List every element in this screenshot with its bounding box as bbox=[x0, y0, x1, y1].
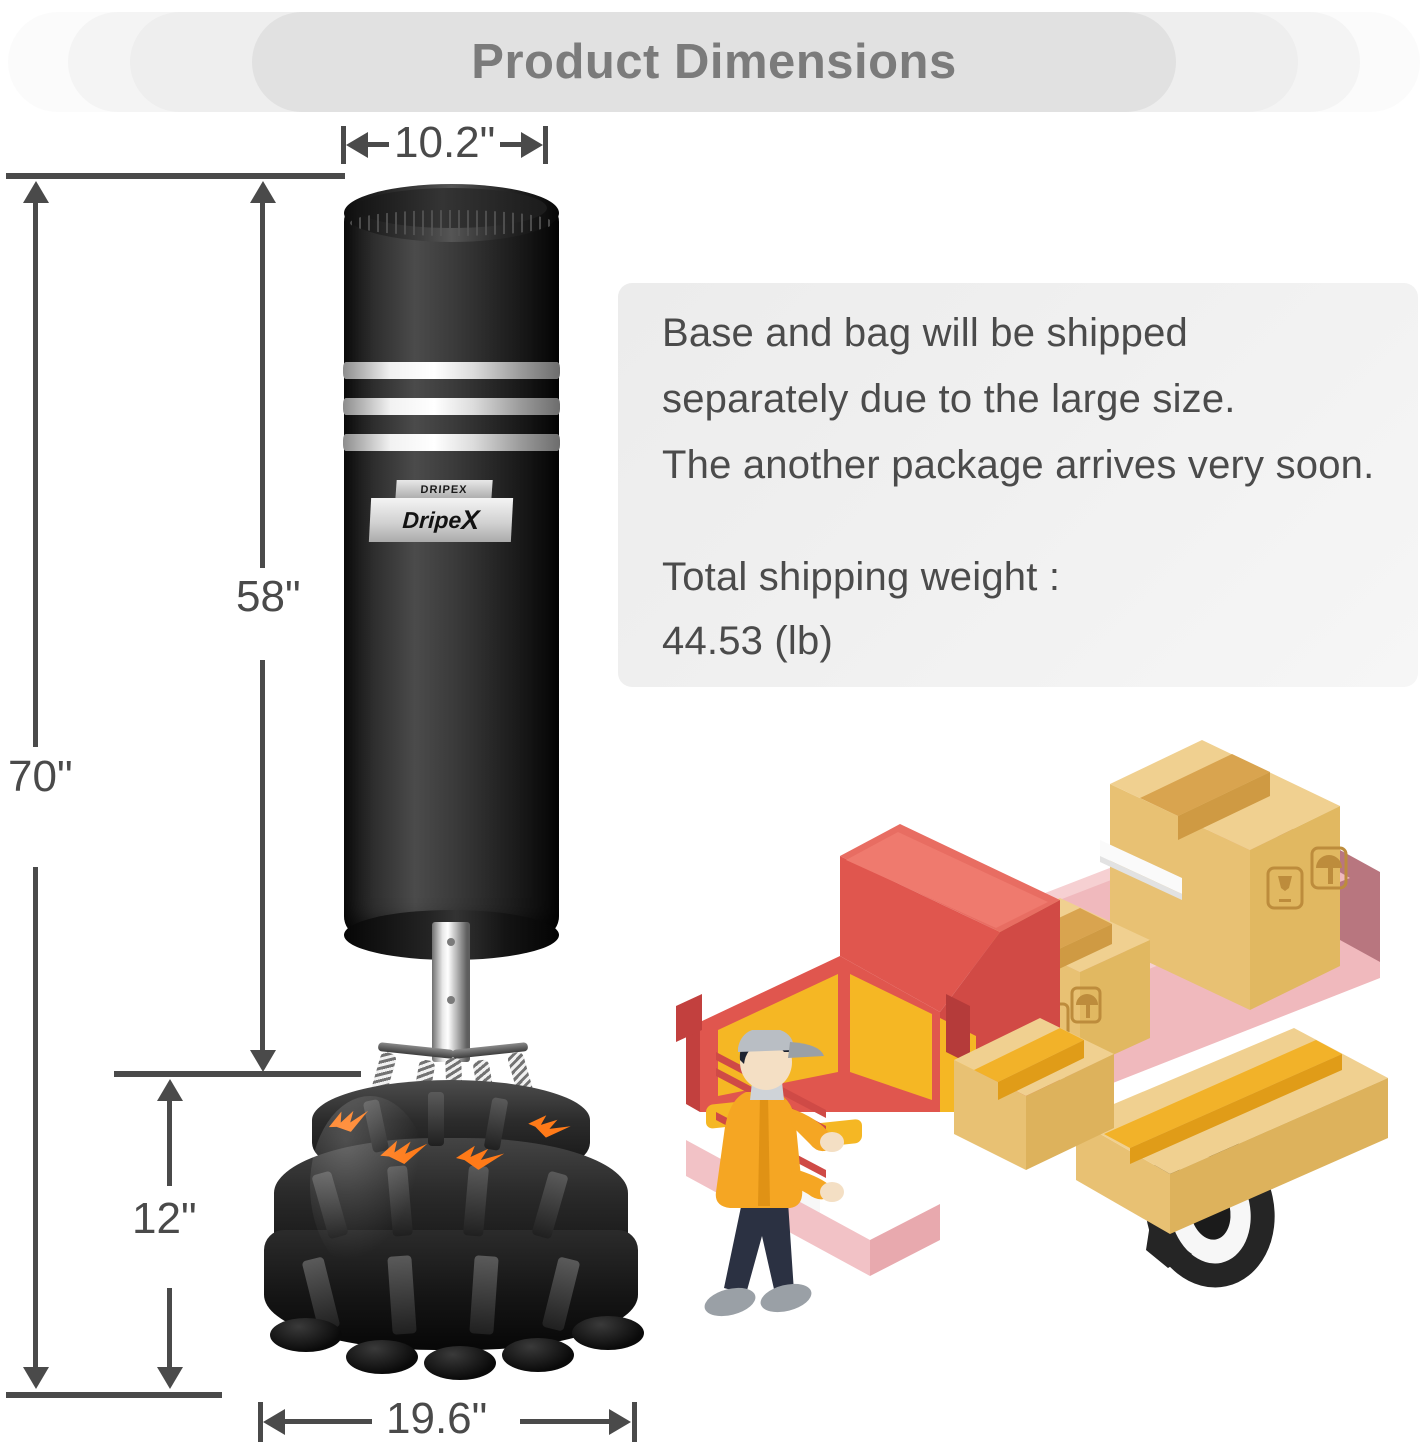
dim-width-top-tick-left bbox=[341, 126, 346, 164]
dim-width-top-line-left bbox=[367, 142, 389, 147]
dim-bag-label: 58" bbox=[236, 572, 301, 621]
dim-width-top-arrow-right bbox=[521, 132, 543, 158]
dim-bag-arrow-down bbox=[250, 1050, 276, 1072]
bag-body bbox=[344, 204, 559, 934]
dim-width-top-arrow-left bbox=[346, 132, 368, 158]
dim-width-base-line-right bbox=[520, 1419, 610, 1424]
shipping-info-card: Base and bag will be shipped separately … bbox=[618, 283, 1418, 687]
dim-base-arrow-up bbox=[157, 1079, 183, 1101]
info-line-3: The another package arrives very soon. bbox=[662, 443, 1375, 487]
delivery-truck-scene bbox=[640, 700, 1388, 1360]
brand-tag-small: DRIPEX bbox=[395, 480, 493, 500]
base-highlight bbox=[310, 1096, 430, 1276]
carried-package bbox=[954, 1018, 1114, 1170]
bag-stripe-3 bbox=[343, 434, 560, 451]
info-shipping-weight-value: 44.53 (lb) bbox=[662, 619, 833, 663]
bag-stripe-2 bbox=[343, 398, 560, 415]
dim-total-label: 70" bbox=[8, 752, 73, 801]
dim-total-line-upper bbox=[33, 200, 38, 747]
dim-total-arrow-down bbox=[23, 1367, 49, 1389]
pole-bolt-lower bbox=[447, 996, 455, 1004]
dim-base-line-upper bbox=[167, 1098, 172, 1186]
dim-bag-line-upper bbox=[260, 200, 265, 568]
dim-width-top-tick-right bbox=[543, 126, 548, 164]
delivery-worker bbox=[704, 1030, 844, 1317]
dim-width-base-tick-right bbox=[632, 1402, 637, 1442]
suction-cup-1 bbox=[270, 1318, 342, 1352]
page-title: Product Dimensions bbox=[471, 35, 957, 89]
dim-bag-arrow-up bbox=[250, 181, 276, 203]
header-banner: Product Dimensions bbox=[0, 8, 1428, 116]
suction-cup-2 bbox=[346, 1340, 418, 1374]
dim-width-base-arrow-right bbox=[609, 1409, 631, 1435]
info-line-2: separately due to the large size. bbox=[662, 377, 1236, 421]
dim-total-line-lower bbox=[33, 867, 38, 1367]
dim-base-label: 12" bbox=[132, 1194, 197, 1243]
dim-total-arrow-up bbox=[23, 181, 49, 203]
dim-width-base-arrow-left bbox=[263, 1409, 285, 1435]
info-shipping-weight-label: Total shipping weight : bbox=[662, 555, 1061, 599]
dim-width-base-tick-left bbox=[258, 1402, 263, 1442]
brand-label-text: Dripe bbox=[401, 506, 463, 533]
guide-line-base-top bbox=[114, 1071, 361, 1077]
dim-base-arrow-down bbox=[157, 1367, 183, 1389]
dim-width-top-line-right bbox=[500, 142, 522, 147]
dim-base-line-lower bbox=[167, 1288, 172, 1367]
dim-bag-line-lower bbox=[260, 660, 265, 1052]
pole-bolt-upper bbox=[447, 938, 455, 946]
truck-illustration bbox=[676, 740, 1380, 1288]
suction-cup-3 bbox=[424, 1346, 496, 1380]
dim-width-base-line-left bbox=[284, 1419, 372, 1424]
brand-label-x: X bbox=[460, 504, 481, 535]
dim-width-base-label: 19.6" bbox=[386, 1394, 488, 1443]
suction-cup-5 bbox=[572, 1316, 644, 1350]
bag-stitching bbox=[350, 210, 553, 236]
info-line-1: Base and bag will be shipped bbox=[662, 311, 1188, 355]
base-ridge-2 bbox=[428, 1092, 444, 1146]
guide-line-bottom bbox=[6, 1392, 222, 1398]
guide-line-top bbox=[6, 173, 345, 179]
base-unit bbox=[250, 1080, 652, 1380]
banner-pill-inner bbox=[252, 12, 1176, 112]
suction-cup-4 bbox=[502, 1338, 574, 1372]
long-package bbox=[1076, 1028, 1388, 1234]
bag-stripe-1 bbox=[343, 362, 560, 379]
dim-width-top-label: 10.2" bbox=[394, 118, 496, 167]
